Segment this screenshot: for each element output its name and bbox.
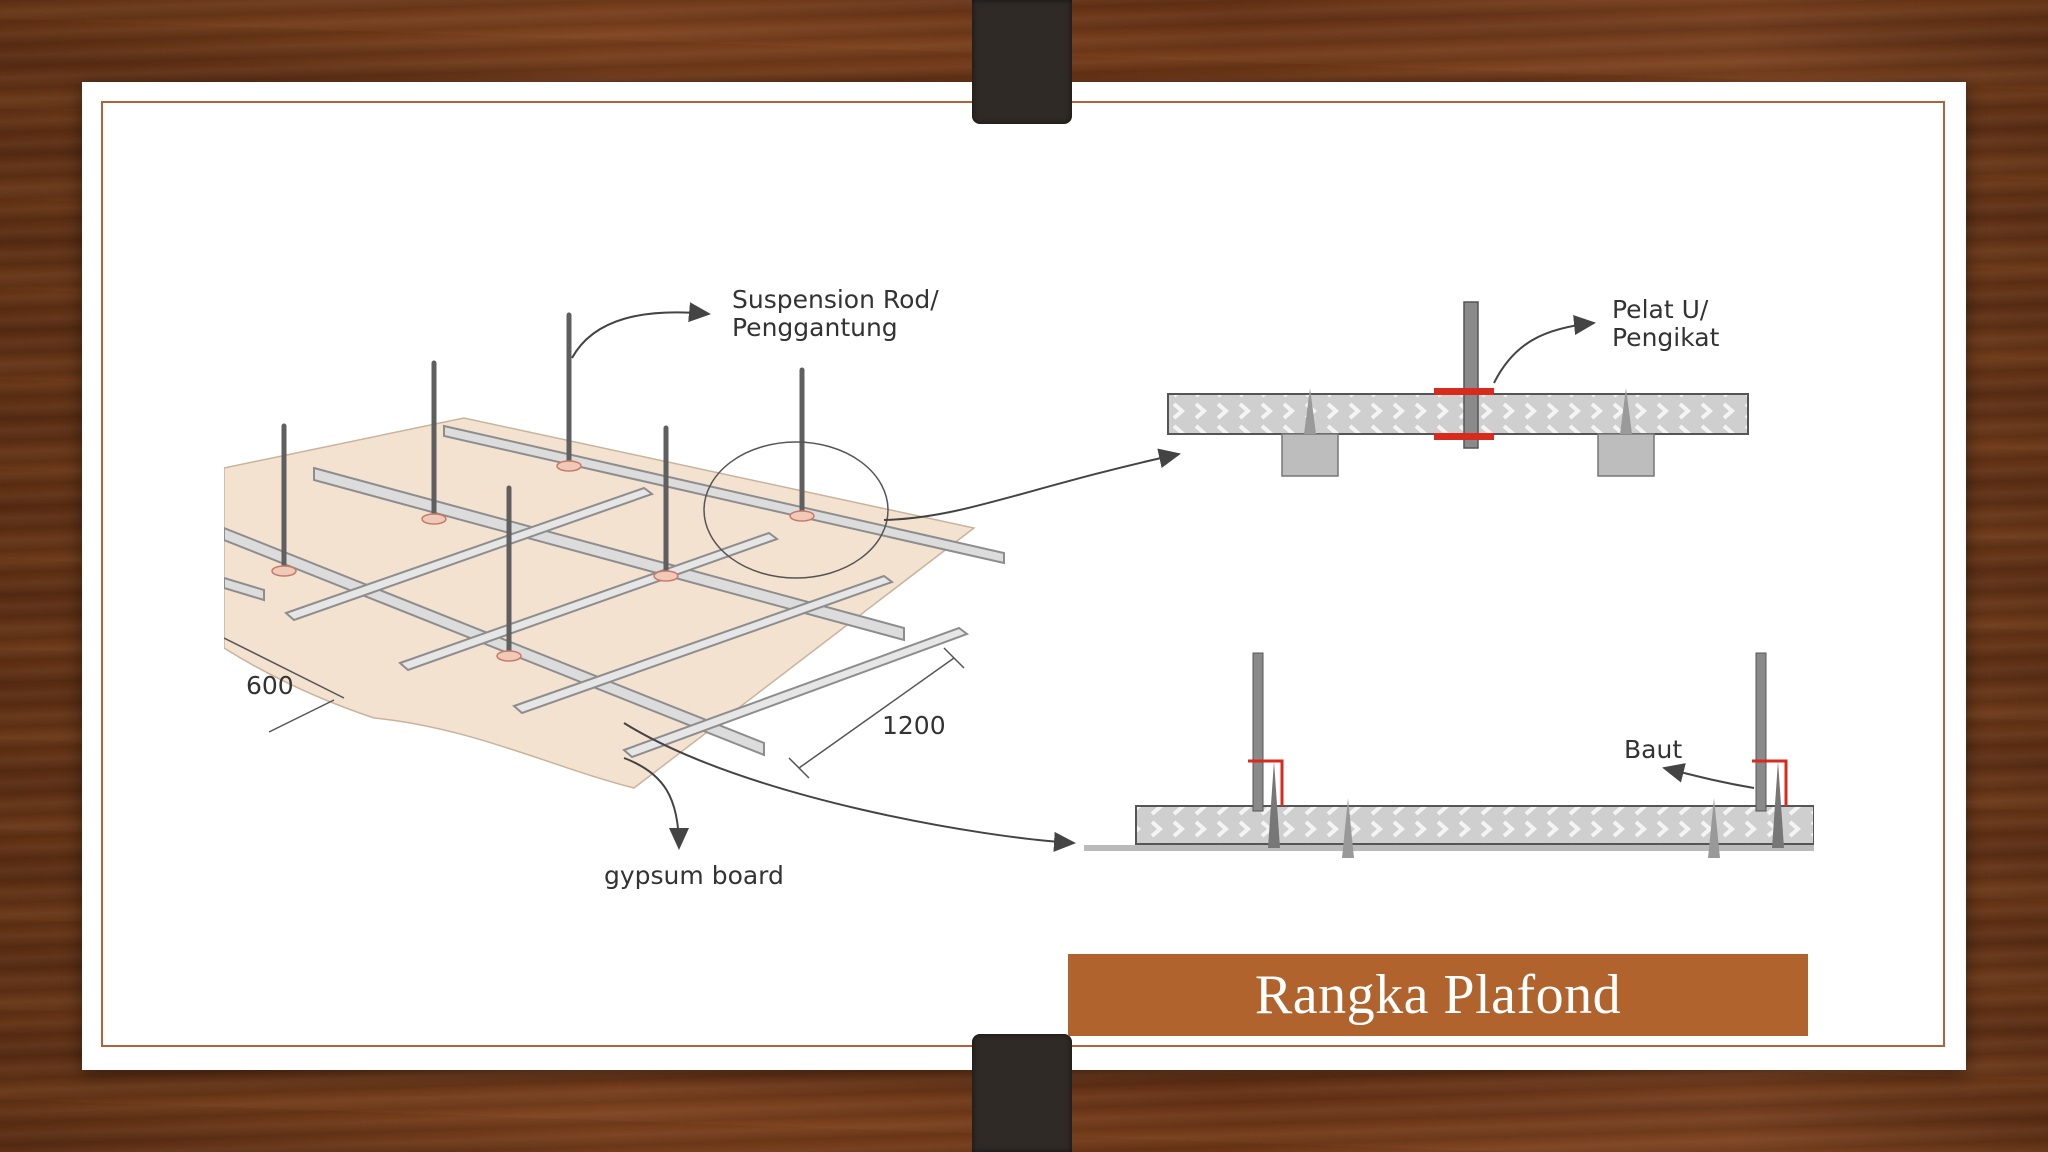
pelat-label-2: Pengikat [1612,323,1720,352]
detail-top-arrow [883,448,1181,521]
cross-runners [284,486,970,759]
main-runners [224,424,1005,757]
detail-bottom-section [1084,652,1814,858]
detail-bottom-arrow [623,722,1076,852]
binder-clip-bottom [972,1034,1072,1152]
gypsum-board-label: gypsum board [604,861,784,890]
binder-clip-top [972,0,1072,124]
dimension-1200-label: 1200 [882,711,946,740]
gypsum-arrow [623,757,689,850]
suspension-rod-arrow [571,302,711,359]
ceiling-frame-diagram: Suspension Rod/ Penggantung Pelat U/ Pen… [224,158,1814,1034]
detail-top-section [1167,301,1749,477]
hanger-plates [271,460,815,662]
title-bar: Rangka Plafond [1068,954,1808,1036]
slide-title: Rangka Plafond [1254,964,1622,1026]
dimension-600-label: 600 [246,671,294,700]
detail-circle [703,441,889,579]
pelat-label-1: Pelat U/ [1612,295,1709,324]
diagram-svg: Suspension Rod/ Penggantung Pelat U/ Pen… [224,285,1814,890]
suspension-rod-label-2: Penggantung [732,313,898,342]
dimension-lines [224,637,965,779]
suspension-rod-label-1: Suspension Rod/ [732,285,939,314]
baut-label: Baut [1624,735,1682,764]
